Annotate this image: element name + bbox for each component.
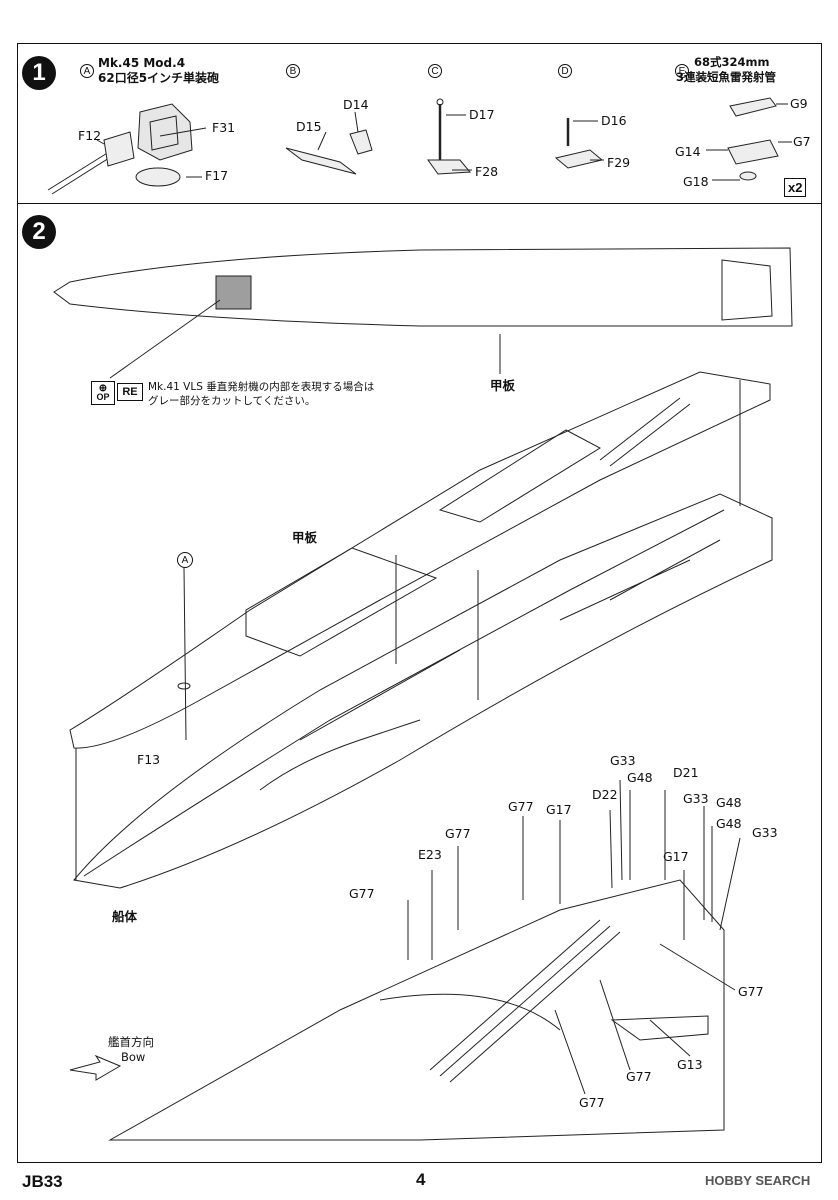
- part-label-d21: D21: [673, 765, 699, 780]
- part-label-g77-f: G77: [579, 1095, 605, 1110]
- part-label-d15: D15: [296, 119, 322, 134]
- part-label-g33-c: G33: [752, 825, 778, 840]
- part-label-d17: D17: [469, 107, 495, 122]
- part-label-g18: G18: [683, 174, 709, 189]
- bow-label-en: Bow: [121, 1050, 146, 1064]
- vls-note-line2: グレー部分をカットしてください。: [148, 395, 316, 407]
- part-label-g48-c: G48: [716, 816, 742, 831]
- part-label-g13: G13: [677, 1057, 703, 1072]
- multiplier-badge: x2: [784, 178, 807, 197]
- part-label-f17: F17: [205, 168, 229, 183]
- page-number: 4: [416, 1170, 426, 1189]
- part-label-g9: G9: [790, 96, 808, 111]
- subassembly-d-circle: D: [558, 64, 572, 78]
- op-icon: ⊕OP: [91, 381, 115, 405]
- part-label-g77-e: G77: [626, 1069, 652, 1084]
- subassembly-c-circle: C: [428, 64, 442, 78]
- part-label-g14: G14: [675, 144, 701, 159]
- part-label-f29: F29: [607, 155, 631, 170]
- step2-frame: [17, 203, 822, 1163]
- part-label-f31: F31: [212, 120, 236, 135]
- part-label-g77-b: G77: [445, 826, 471, 841]
- subassembly-b-circle: B: [286, 64, 300, 78]
- subassembly-e-circle: E: [675, 64, 689, 78]
- part-label-f28: F28: [475, 164, 499, 179]
- part-label-d16: D16: [601, 113, 627, 128]
- part-label-g77-a: G77: [508, 799, 534, 814]
- vls-note-line1: Mk.41 VLS 垂直発射機の内部を表現する場合は: [148, 381, 375, 393]
- watermark: HOBBY SEARCH: [705, 1173, 811, 1188]
- subassembly-a-circle: A: [80, 64, 94, 78]
- deck-label-top: 甲板: [490, 378, 516, 393]
- part-label-g33-b: G33: [683, 791, 709, 806]
- bow-label-jp: 艦首方向: [108, 1035, 154, 1049]
- deck-label-exploded: 甲板: [292, 530, 318, 545]
- part-label-g17-b: G17: [663, 849, 689, 864]
- part-e-title-2: 3連装短魚雷発射管: [676, 70, 777, 84]
- part-e-title-1: 68式324mm: [694, 55, 770, 69]
- part-a-title-1: Mk.45 Mod.4: [98, 56, 186, 70]
- op-icon-text: OP: [96, 392, 110, 402]
- part-label-g7: G7: [793, 134, 811, 149]
- hull-label: 船体: [112, 909, 138, 924]
- part-label-d22: D22: [592, 787, 618, 802]
- part-label-f12: F12: [78, 128, 102, 143]
- re-icon: RE: [117, 383, 143, 401]
- part-label-g77-c: G77: [349, 886, 375, 901]
- part-label-f13: F13: [137, 752, 161, 767]
- part-label-g48-a: G48: [627, 770, 653, 785]
- part-label-g17-a: G17: [546, 802, 572, 817]
- part-label-g77-d: G77: [738, 984, 764, 999]
- part-label-g48-b: G48: [716, 795, 742, 810]
- part-label-g33-a: G33: [610, 753, 636, 768]
- step-1-badge: 1: [22, 56, 56, 90]
- part-a-title-2: 62口径5インチ単装砲: [98, 71, 220, 85]
- footer-code: JB33: [22, 1172, 63, 1191]
- step-2-badge: 2: [22, 215, 56, 249]
- subassembly-a-ref: A: [177, 552, 193, 568]
- part-label-e23: E23: [418, 847, 442, 862]
- part-label-d14: D14: [343, 97, 369, 112]
